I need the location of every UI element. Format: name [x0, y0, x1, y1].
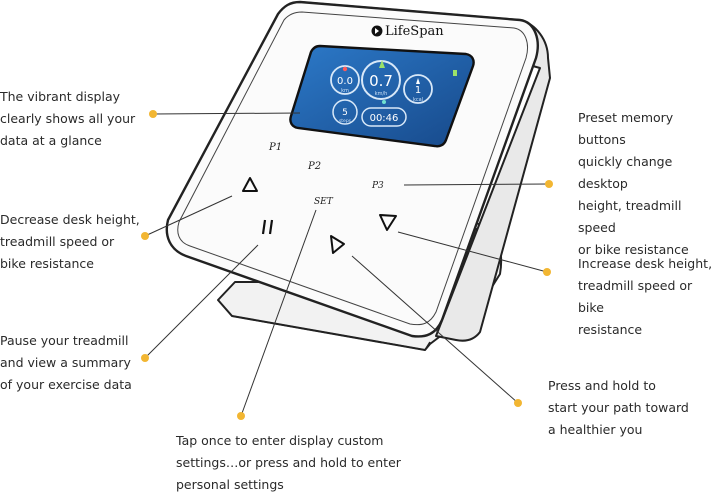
- time-value: 00:46: [370, 113, 399, 124]
- steps-unit: steps: [339, 118, 352, 124]
- brand-logo: LifeSpan: [371, 24, 444, 39]
- battery-icon: [453, 70, 457, 76]
- p1-button[interactable]: P1: [268, 142, 282, 153]
- callout-dots: [141, 110, 553, 420]
- start-callout: Press and hold to start your path toward…: [548, 378, 689, 437]
- pause-callout: Pause your treadmill and view a summary …: [0, 333, 132, 392]
- distance-dot-icon: [342, 66, 348, 72]
- control-buttons: P1 P2 P3 SET: [242, 142, 397, 254]
- leader-lines: [144, 112, 550, 417]
- pause-button[interactable]: [261, 219, 274, 235]
- callout-dot: [543, 268, 551, 276]
- set-callout: Tap once to enter display custom setting…: [176, 433, 401, 492]
- decrease-button[interactable]: [242, 177, 258, 192]
- runner-icon: [379, 60, 385, 68]
- calories-gauge: [403, 74, 433, 104]
- steps-gauge: [332, 99, 358, 125]
- callout-dot: [514, 399, 522, 407]
- console-illustration: 0.0 km 0.7 km/h 1 kcal 5 steps 00:46 Lif…: [141, 0, 553, 420]
- distance-value: 0.0: [337, 76, 353, 87]
- increase-button[interactable]: [379, 214, 397, 231]
- speed-gauge: [361, 60, 401, 100]
- preset-callout: Preset memory buttons quickly change des…: [578, 110, 689, 257]
- decrease-callout: Decrease desk height, treadmill speed or…: [0, 212, 140, 271]
- p3-button[interactable]: P3: [371, 181, 384, 191]
- callout-dot: [237, 412, 245, 420]
- flame-icon: [416, 78, 420, 84]
- callout-dot: [141, 354, 149, 362]
- display-callout: The vibrant display clearly shows all yo…: [0, 89, 136, 148]
- steps-value: 5: [342, 108, 348, 118]
- callout-dot: [545, 180, 553, 188]
- calories-unit: kcal: [413, 97, 423, 103]
- increase-callout: Increase desk height, treadmill speed or…: [578, 256, 713, 337]
- time-pill: [361, 107, 407, 127]
- speed-value: 0.7: [369, 72, 393, 90]
- start-button[interactable]: [330, 235, 345, 254]
- callout-dot: [149, 110, 157, 118]
- distance-unit: km: [341, 88, 349, 94]
- speed-unit: km/h: [375, 91, 388, 97]
- p2-button[interactable]: P2: [307, 161, 321, 172]
- brand-name: LifeSpan: [385, 24, 444, 39]
- calories-value: 1: [415, 85, 421, 96]
- set-button[interactable]: SET: [314, 197, 334, 207]
- display-screen: 0.0 km 0.7 km/h 1 kcal 5 steps 00:46: [289, 44, 475, 148]
- distance-gauge: [330, 65, 360, 95]
- timer-dot-icon: [382, 100, 386, 104]
- callout-dot: [141, 232, 149, 240]
